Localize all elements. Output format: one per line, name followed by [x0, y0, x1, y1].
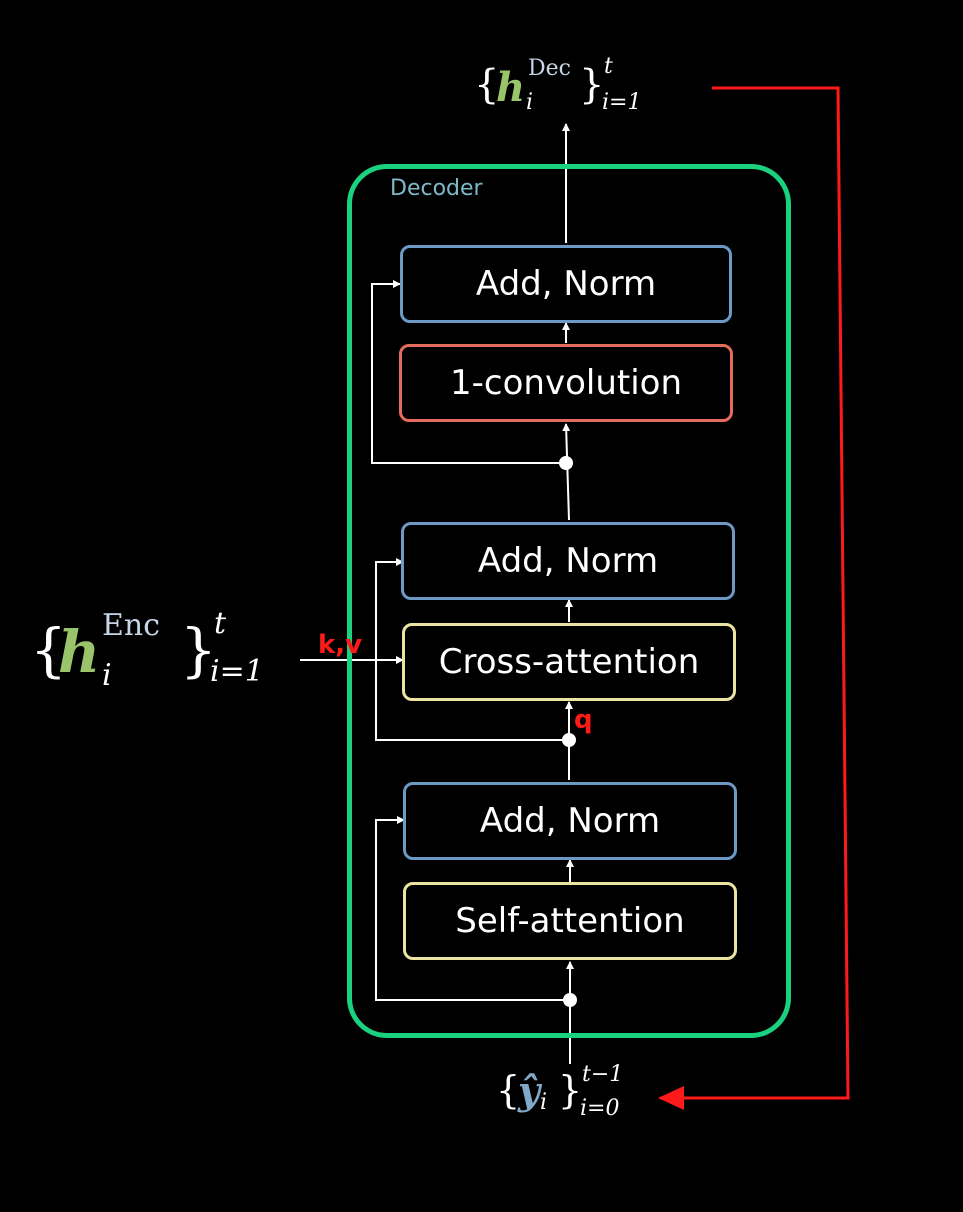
encoder-symbol: h [58, 618, 101, 686]
encoder-subscript: i [102, 658, 112, 693]
convolution-block: 1-convolution [399, 344, 733, 422]
add-norm-middle-block: Add, Norm [401, 522, 735, 600]
input-symbol: ŷ [518, 1068, 541, 1113]
input-range-upper: t−1 [582, 1062, 624, 1087]
output-symbol: h [496, 64, 526, 111]
add-norm-bottom-block: Add, Norm [403, 782, 737, 860]
residual-cross-attention [375, 558, 569, 741]
encoder-range-upper: t [214, 606, 227, 641]
junction-convolution [559, 456, 573, 470]
output-subscript: i [526, 90, 534, 115]
residual-convolution [371, 280, 566, 464]
encoder-superscript: Enc [102, 608, 161, 643]
flow-norm-to-conv [562, 423, 571, 521]
residual-paths [300, 280, 570, 1001]
kv-label: k,v [318, 630, 363, 660]
output-range-lower: i=1 [602, 90, 642, 115]
encoder-range-lower: i=1 [210, 654, 264, 689]
input-subscript: i [540, 1090, 548, 1115]
input-range-lower: i=0 [580, 1096, 620, 1121]
add-norm-top-block: Add, Norm [400, 245, 732, 323]
decoder-frame [347, 164, 791, 1038]
decoder-title: Decoder [390, 176, 483, 201]
cross-attention-block: Cross-attention [402, 623, 736, 701]
residual-self-attention [375, 816, 570, 1001]
q-label: q [574, 705, 593, 735]
self-attention-block: Self-attention [403, 882, 737, 960]
output-range-upper: t [604, 54, 613, 79]
autoregressive-feedback-arrow [658, 86, 850, 1110]
junction-self-attention [563, 993, 577, 1007]
output-superscript: Dec [528, 56, 571, 81]
junction-dots [559, 456, 577, 1007]
junction-cross-attention [562, 733, 576, 747]
